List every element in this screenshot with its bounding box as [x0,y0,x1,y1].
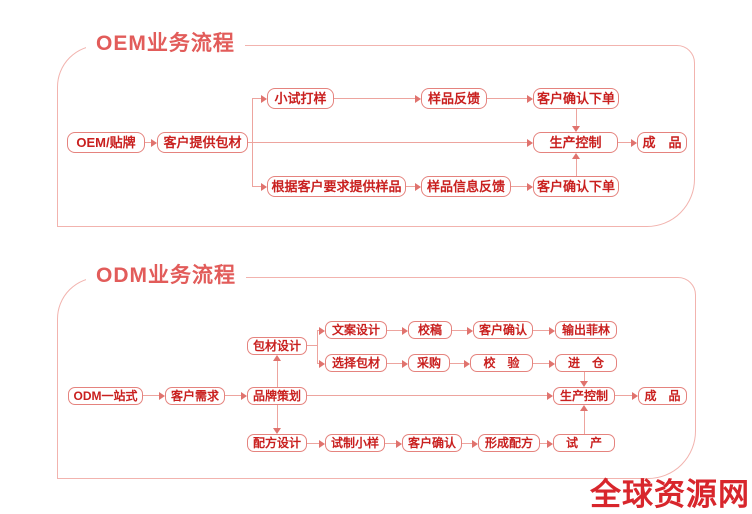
connector-line [462,443,472,444]
odm-node-form-formula: 形成配方 [478,434,540,452]
arrowhead-right [631,139,637,147]
odm-node-production-control: 生产控制 [553,387,615,405]
connector-line [450,363,464,364]
connector-line [317,330,318,364]
arrowhead-down [572,126,580,132]
connector-line [307,395,547,396]
connector-line [307,443,319,444]
oem-node-customer-packaging: 客户提供包材 [157,132,248,153]
odm-node-output-film: 输出菲林 [555,321,617,339]
connector-line [540,443,547,444]
arrowhead-right [549,360,555,368]
arrowhead-right [549,327,555,335]
connector-line [225,395,241,396]
odm-node-customer-needs: 客户需求 [165,387,225,405]
arrowhead-right [261,95,267,103]
connector-line [406,186,415,187]
connector-line [277,405,278,428]
odm-node-proofreading: 校稿 [408,321,452,339]
arrowhead-right [547,440,553,448]
oem-panel-title: OEM业务流程 [86,30,245,57]
odm-node-trial-sample: 试制小样 [325,434,385,452]
arrowhead-right [527,183,533,191]
arrowhead-right [472,440,478,448]
oem-node-pilot-sample: 小试打样 [267,88,334,109]
watermark-logo: 全球资源网 [590,477,750,512]
arrowhead-right [319,327,325,335]
odm-node-customer-confirm-film: 客户确认 [473,321,533,339]
arrowhead-right [467,327,473,335]
oem-node-sample-info-feedback: 样品信息反馈 [421,176,511,197]
connector-line [317,363,319,364]
oem-node-sample-feedback: 样品反馈 [421,88,487,109]
connector-line [248,142,252,143]
odm-node-start: ODM一站式 [68,387,143,405]
odm-node-select-packaging: 选择包材 [325,354,387,372]
arrowhead-right [261,183,267,191]
connector-line [584,411,585,434]
odm-node-formula-design: 配方设计 [247,434,307,452]
connector-line [576,109,577,126]
arrowhead-right [415,183,421,191]
odm-node-inspection: 校 验 [470,354,533,372]
oem-node-finished-product: 成 品 [637,132,687,153]
arrowhead-right [151,139,157,147]
arrowhead-right [547,392,553,400]
arrowhead-right [402,327,408,335]
connector-line [385,443,396,444]
odm-node-brand-planning: 品牌策划 [247,387,307,405]
connector-line [334,98,415,99]
connector-line [576,159,577,176]
odm-node-copy-design: 文案设计 [325,321,387,339]
connector-line [584,372,585,381]
connector-line [618,142,631,143]
oem-panel [57,45,695,227]
odm-panel [57,277,696,479]
arrowhead-right [319,440,325,448]
arrowhead-right [319,360,325,368]
odm-panel-title: ODM业务流程 [86,262,246,289]
odm-node-purchasing: 采购 [408,354,450,372]
odm-node-customer-confirm-formula: 客户确认 [402,434,462,452]
connector-line [387,363,402,364]
connector-line [317,330,319,331]
connector-line [533,330,549,331]
arrowhead-down [580,381,588,387]
connector-line [387,330,402,331]
oem-node-confirm-order-top: 客户确认下单 [533,88,619,109]
connector-line [252,98,261,99]
arrowhead-right [464,360,470,368]
arrowhead-up [580,405,588,411]
arrowhead-right [396,440,402,448]
odm-node-warehousing: 进 仓 [555,354,617,372]
connector-line [277,361,278,387]
connector-line [487,98,527,99]
connector-line [452,330,467,331]
odm-node-finished-product: 成 品 [638,387,687,405]
connector-line [533,363,549,364]
arrowhead-right [241,392,247,400]
arrowhead-right [527,139,533,147]
odm-node-trial-production: 试 产 [553,434,615,452]
connector-line [143,395,159,396]
arrowhead-right [402,360,408,368]
arrowhead-up [572,153,580,159]
oem-node-confirm-order-bottom: 客户确认下单 [533,176,619,197]
connector-line [252,186,261,187]
arrowhead-up [273,355,281,361]
oem-node-samples-on-request: 根据客户要求提供样品 [267,176,406,197]
connector-line [145,142,151,143]
connector-line [511,186,527,187]
connector-line [307,345,317,346]
oem-node-start: OEM/贴牌 [67,132,145,153]
arrowhead-down [273,428,281,434]
arrowhead-right [415,95,421,103]
arrowhead-right [159,392,165,400]
odm-node-packaging-design: 包材设计 [247,337,307,355]
oem-node-production-control: 生产控制 [533,132,618,153]
arrowhead-right [527,95,533,103]
connector-line [615,395,632,396]
arrowhead-right [632,392,638,400]
connector-line [252,142,527,143]
